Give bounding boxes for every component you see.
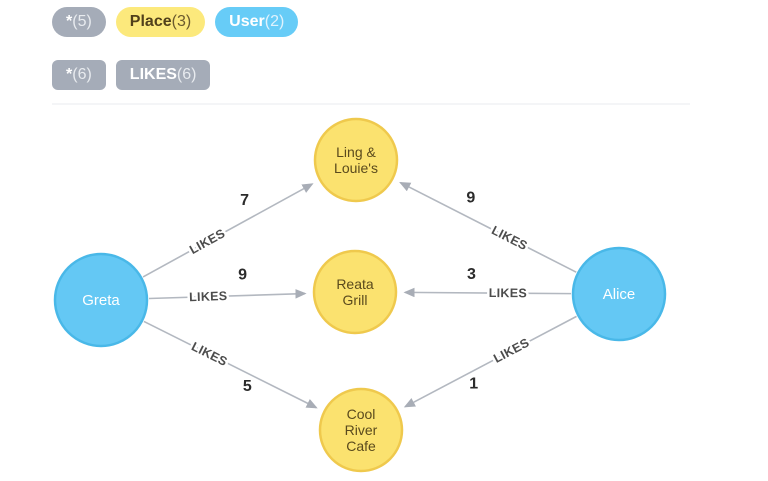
node-caption-line: Ling & <box>336 144 376 160</box>
node-caption-line: Cool <box>347 406 376 422</box>
edge-weight-label: 1 <box>469 376 478 393</box>
edge-type-label: LIKES <box>489 286 527 300</box>
edge-type-label-halo: LIKES <box>189 289 228 304</box>
relationship-type-chip-all[interactable]: *(6) <box>52 60 106 90</box>
node-circle[interactable] <box>313 117 399 203</box>
relationship-type-chip-likes[interactable]: LIKES(6) <box>115 60 211 90</box>
node-label-chip-place-name: Place <box>129 13 172 30</box>
node-layer: Greta Alice Ling &Louie'sReataGrillCoolRiv… <box>53 117 667 473</box>
node-circle[interactable] <box>312 249 398 335</box>
edge-type-label: LIKES <box>189 289 228 304</box>
node-caption-line: River <box>345 422 378 438</box>
edge-type-label-halo: LIKES <box>489 286 527 300</box>
node-circle[interactable] <box>53 252 149 348</box>
relationship-type-chip-likes-count: (6) <box>176 66 197 83</box>
node-label-chip-row: *(5) Place(3) User(2) <box>52 7 308 37</box>
node-caption-line: Alice <box>603 286 636 303</box>
graph-node-alice[interactable]: Alice <box>571 246 667 342</box>
node-label-chip-all[interactable]: *(5) <box>52 7 106 37</box>
node-caption-line: Cafe <box>346 438 376 454</box>
node-label-chip-user-count: (2) <box>264 13 285 30</box>
edge-weight-label: 5 <box>243 378 252 395</box>
graph-node-ling[interactable]: Ling &Louie's <box>313 117 399 203</box>
graph-node-greta[interactable]: Greta <box>53 252 149 348</box>
node-label-chip-place-count: (3) <box>171 13 192 30</box>
relationship-type-chip-row: *(6) LIKES(6) <box>52 60 220 90</box>
relationship-type-chip-all-count: (6) <box>72 66 92 83</box>
edge-weight-label: 7 <box>240 192 249 209</box>
node-caption-line: Louie's <box>334 160 378 176</box>
edge-weight-label: 3 <box>467 266 476 283</box>
relationship-type-chip-likes-name: LIKES <box>129 66 177 83</box>
node-circle[interactable] <box>318 387 404 473</box>
edge-line[interactable] <box>142 183 314 278</box>
node-label-chip-place[interactable]: Place(3) <box>115 7 206 37</box>
node-circle[interactable] <box>571 246 667 342</box>
edge-line[interactable] <box>403 315 577 408</box>
edge-type-label: LIKES <box>189 339 230 369</box>
edge-type-label: LIKES <box>491 336 531 366</box>
node-label-chip-all-count: (5) <box>72 13 92 30</box>
legend-divider <box>52 103 690 105</box>
edge-line[interactable] <box>148 289 307 300</box>
node-label-chip-all-name: * <box>66 13 73 30</box>
relationship-type-chip-all-name: * <box>66 66 73 83</box>
edge-line[interactable] <box>143 320 318 409</box>
edge-weight-label: 9 <box>466 190 475 207</box>
edge-type-label: LIKES <box>187 226 227 257</box>
node-caption-line: Reata <box>336 276 374 292</box>
edge-type-label: LIKES <box>489 223 529 253</box>
node-caption-line: Greta <box>82 292 120 309</box>
node-caption-line: Grill <box>343 292 368 308</box>
edge-weight-label: 9 <box>238 267 247 284</box>
node-label-chip-user-name: User <box>229 13 265 30</box>
node-label-chip-user[interactable]: User(2) <box>215 7 299 37</box>
edge-line[interactable] <box>399 181 577 273</box>
edge-line[interactable] <box>403 287 572 298</box>
